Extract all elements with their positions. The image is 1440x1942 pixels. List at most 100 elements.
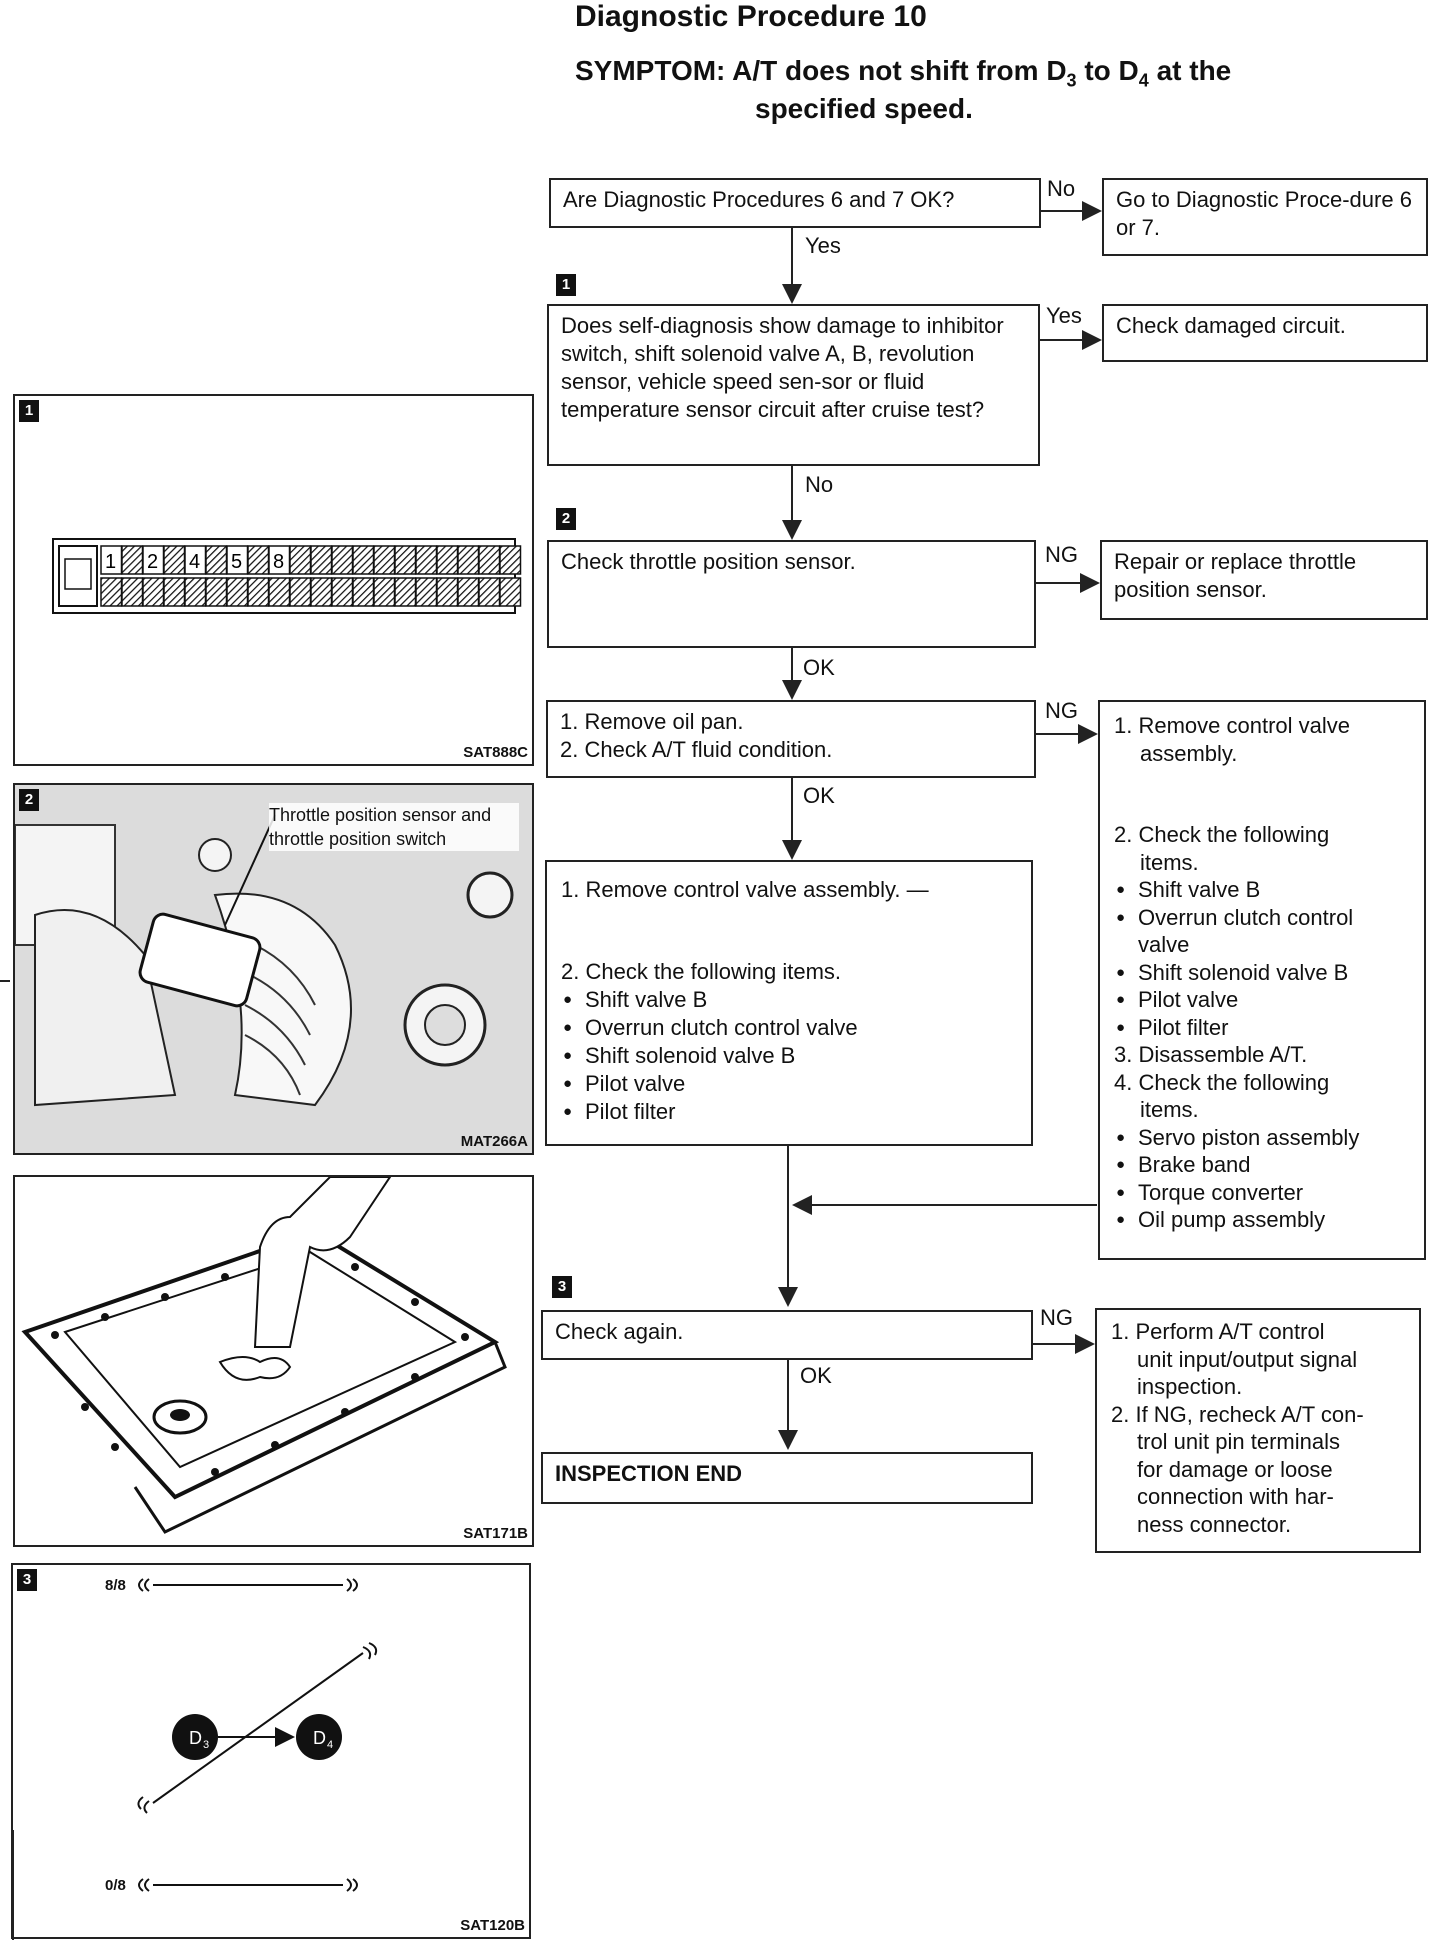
symptom-line-2: specified speed. bbox=[755, 93, 973, 124]
lamp-cell-bottom bbox=[352, 577, 375, 607]
ok-item-shift-solenoid-b: Shift solenoid valve B bbox=[561, 1042, 1017, 1070]
ok-inspection-box: 1. Remove control valve assembly. — 2. C… bbox=[545, 860, 1033, 1146]
panel-throttle-photo: 2 Throttle position sensor and throttle … bbox=[13, 783, 534, 1155]
ng-line-2b: items. bbox=[1140, 849, 1199, 875]
goto-procedure-6-7-box: Go to Diagnostic Proce-dure 6 or 7. bbox=[1102, 178, 1428, 256]
shift-diagram-illustration: D 3 D 4 bbox=[137, 1578, 378, 1892]
ng-line-3: 3. Disassemble A/T. bbox=[1114, 1042, 1308, 1067]
d3-circle-label: D bbox=[189, 1728, 202, 1748]
margin-mark bbox=[0, 980, 10, 982]
d3-subscript: 3 bbox=[1066, 70, 1077, 91]
lamp-cell-bottom bbox=[184, 577, 207, 607]
lamp-cell-top bbox=[310, 545, 333, 575]
ok-item-pilot-filter: Pilot filter bbox=[561, 1098, 1017, 1126]
lamp-cell-top bbox=[436, 545, 459, 575]
ng-line-1: 1. Remove control valve bbox=[1114, 713, 1350, 738]
panel-1-badge: 1 bbox=[19, 400, 39, 422]
ng-item-oil-pump: Oil pump assembly bbox=[1114, 1206, 1410, 1234]
q3-ng-label: NG bbox=[1045, 542, 1078, 567]
ng-inspection-box: 1. Remove control valve assembly. 2. Che… bbox=[1098, 700, 1426, 1260]
ng-item-overrun-cont: valve bbox=[1138, 932, 1190, 957]
lamp-cell-bottom bbox=[331, 577, 354, 607]
remove-oil-pan-box: 1. Remove oil pan. 2. Check A/T fluid co… bbox=[546, 700, 1036, 778]
check-throttle-sensor-box: Check throttle position sensor. bbox=[547, 540, 1036, 648]
d4-circle-label: D bbox=[313, 1728, 326, 1748]
symptom-line-1: SYMPTOM: A/T does not shift from D3 to D… bbox=[575, 55, 1231, 92]
q4-ng-label: NG bbox=[1045, 698, 1078, 723]
panel-4-badge: 3 bbox=[17, 1569, 37, 1591]
lamp-cell-bottom bbox=[289, 577, 312, 607]
cu-line-2b: trol unit pin terminals bbox=[1137, 1429, 1340, 1454]
ng-item-brake-band: Brake band bbox=[1114, 1151, 1410, 1179]
q2-yes-label: Yes bbox=[1046, 303, 1082, 328]
d4-circle-sub: 4 bbox=[327, 1739, 333, 1751]
step-1-badge: 1 bbox=[556, 274, 576, 296]
throttle-top-label: 8/8 bbox=[105, 1577, 126, 1594]
lamp-cell-top bbox=[457, 545, 480, 575]
ng-item-shift-valve-b: Shift valve B bbox=[1114, 876, 1410, 904]
ng-item-torque-converter: Torque converter bbox=[1114, 1179, 1410, 1207]
lamp-cell-top bbox=[331, 545, 354, 575]
lamp-cell-bottom bbox=[478, 577, 501, 607]
ok-line-2: 2. Check the following items. bbox=[561, 959, 842, 984]
margin-rule bbox=[12, 1830, 14, 1940]
ok-item-shift-valve-b: Shift valve B bbox=[561, 986, 1017, 1014]
lamp-cell-top bbox=[163, 545, 186, 575]
ng-line-4: 4. Check the following bbox=[1114, 1069, 1330, 1095]
check-damaged-circuit-box: Check damaged circuit. bbox=[1102, 304, 1428, 362]
cu-line-2c: for damage or loose bbox=[1137, 1456, 1333, 1482]
lamp-cell-bottom bbox=[373, 577, 396, 607]
ng-line-2: 2. Check the following bbox=[1114, 822, 1330, 847]
lamp-cell-top bbox=[394, 545, 417, 575]
lamp-cell-bottom bbox=[268, 577, 291, 607]
lamp-cell-top bbox=[415, 545, 438, 575]
lamp-cell-top bbox=[247, 545, 270, 575]
lamp-cell-bottom bbox=[163, 577, 186, 607]
lamp-cell-top bbox=[478, 545, 501, 575]
ng-item-pilot-filter: Pilot filter bbox=[1114, 1014, 1410, 1042]
cu-line-1: 1. Perform A/T control bbox=[1111, 1319, 1325, 1344]
lamp-cell-bottom bbox=[247, 577, 270, 607]
ng-item-servo-piston: Servo piston assembly bbox=[1114, 1124, 1410, 1152]
q1-no-label: No bbox=[1047, 176, 1076, 201]
control-unit-inspection-box: 1. Perform A/T control unit input/output… bbox=[1095, 1308, 1421, 1553]
oil-pan-illustration bbox=[21, 1177, 507, 1534]
lamp-cell-top bbox=[373, 545, 396, 575]
throttle-callout: Throttle position sensor and throttle po… bbox=[269, 803, 519, 851]
ok-line-1: 1. Remove control valve assembly. — bbox=[561, 877, 929, 902]
q3-ok-label: OK bbox=[803, 655, 835, 680]
cu-line-2d: connection with har- bbox=[1137, 1484, 1334, 1509]
ng-item-shift-solenoid-b: Shift solenoid valve B bbox=[1114, 959, 1410, 987]
lamp-cell-top bbox=[205, 545, 228, 575]
lamp-cell-bottom bbox=[226, 577, 249, 607]
q4-line-2: 2. Check A/T fluid condition. bbox=[560, 737, 833, 762]
panel-oil-pan: SAT171B bbox=[13, 1175, 534, 1547]
ok-item-overrun-clutch: Overrun clutch control valve bbox=[561, 1014, 1017, 1042]
q1-yes-label: Yes bbox=[805, 233, 841, 258]
ng-line-1b: assembly. bbox=[1140, 740, 1238, 766]
lamp-cell-bottom bbox=[205, 577, 228, 607]
step-2-badge: 2 bbox=[556, 508, 576, 530]
lamp-cell-bottom bbox=[436, 577, 459, 607]
d3-circle-sub: 3 bbox=[203, 1739, 209, 1751]
q4-ok-label: OK bbox=[803, 783, 835, 808]
lamp-cell-bottom bbox=[394, 577, 417, 607]
ng-line-4b: items. bbox=[1140, 1097, 1199, 1122]
lamp-cell-bottom bbox=[415, 577, 438, 607]
lamp-cell-bottom bbox=[457, 577, 480, 607]
q4-line-1: 1. Remove oil pan. bbox=[560, 709, 744, 734]
panel-3-code: SAT171B bbox=[463, 1525, 528, 1542]
lamp-number-label: 4 bbox=[189, 551, 200, 573]
symptom-prefix: SYMPTOM: A/T does not shift from D bbox=[575, 55, 1067, 86]
symptom-to: to D bbox=[1076, 55, 1139, 86]
cu-line-1c: inspection. bbox=[1137, 1374, 1243, 1399]
cu-line-1b: unit input/output signal bbox=[1137, 1346, 1358, 1372]
repair-throttle-sensor-box: Repair or replace throttle position sens… bbox=[1100, 540, 1428, 620]
lamp-cell-top bbox=[121, 545, 144, 575]
question-procedures-6-7: Are Diagnostic Procedures 6 and 7 OK? bbox=[549, 178, 1041, 228]
d4-subscript: 4 bbox=[1138, 70, 1149, 91]
lamp-cell-bottom bbox=[142, 577, 165, 607]
